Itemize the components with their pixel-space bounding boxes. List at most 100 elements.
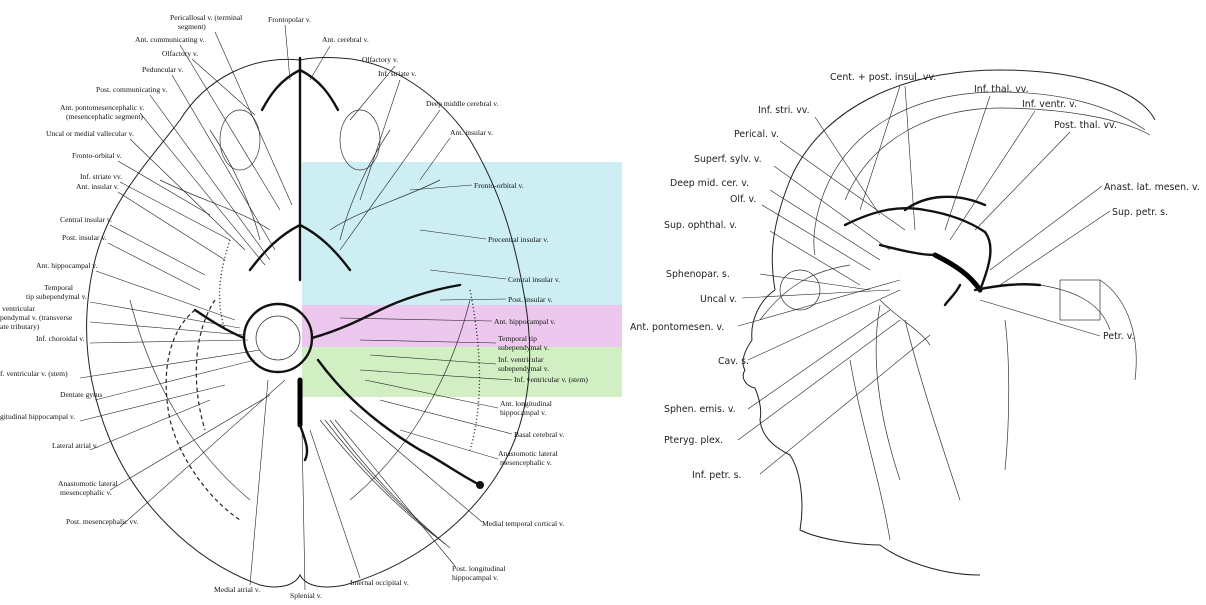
left-label-39: Medial temporal cortical v. xyxy=(482,519,564,528)
left-label-29: gitudinal hippocampal v. xyxy=(0,412,75,421)
left-label-8: Inf. striate v. xyxy=(378,69,416,78)
brainstem-line xyxy=(1005,320,1009,470)
transverse-sinus xyxy=(1040,285,1110,330)
left-label-52: Central insular v. xyxy=(508,275,560,284)
right-head-lateral-view: Cent. + post. insul. vv. Inf. thal. vv. … xyxy=(630,70,1200,575)
left-label-27: f. ventricular v. (stem) xyxy=(0,369,68,378)
left-label-45: Inf. ventricular v. (stem) xyxy=(514,375,588,384)
orbit xyxy=(780,270,820,310)
left-label-40: Anastomotic lateral xyxy=(498,449,558,458)
frontal-contour-left xyxy=(160,180,270,230)
left-label-14: Uncal or medial vallecular v. xyxy=(46,129,134,138)
petrosal-junction xyxy=(945,285,960,305)
right-label-5: Post. thal. vv. xyxy=(1054,120,1117,131)
left-label-28: Dentate gyrus xyxy=(60,390,102,399)
olfactory-bulb-right xyxy=(340,110,380,170)
right-label-2: Inf. stri. vv. xyxy=(758,105,810,116)
right-label-12: Sphenopar. s. xyxy=(666,269,730,280)
left-label-35: Splenial v. xyxy=(290,591,322,600)
midbrain-ring xyxy=(244,304,312,372)
frontopolar-vein-left xyxy=(262,70,300,110)
left-label-21: Temporal xyxy=(44,283,73,292)
left-label-6: Olfactory v. xyxy=(362,55,398,64)
basal-vein xyxy=(935,255,980,290)
head-profile xyxy=(743,70,1155,575)
left-label-49: subependymal v. xyxy=(498,343,549,352)
left-label-53: Precentral insular v. xyxy=(488,235,549,244)
left-label-37: Post. longitudinal xyxy=(452,564,506,573)
left-label-32: mesencephalic v. xyxy=(60,488,112,497)
left-label-44: hippocampal v. xyxy=(500,408,546,417)
frontopolar-vein-right xyxy=(300,70,338,110)
left-label-42: Basal cerebral v. xyxy=(514,430,564,439)
right-label-19: Inf. petr. s. xyxy=(692,470,742,481)
left-label-16: Inf. striate vv. xyxy=(80,172,122,181)
left-label-23: ventricular xyxy=(2,304,35,313)
superior-petrosal-sinus xyxy=(975,284,1040,290)
right-label-10: Sup. petr. s. xyxy=(1112,207,1168,218)
anastomotic-lateral-right xyxy=(420,450,480,485)
left-label-3: Ant. communicating v. xyxy=(135,35,205,44)
right-leader-lines xyxy=(738,86,1110,474)
right-label-1: Inf. thal. vv. xyxy=(974,84,1029,95)
left-label-19: Post. insular v. xyxy=(62,233,107,242)
right-label-13: Uncal v. xyxy=(700,294,737,305)
left-label-25: ate tributary) xyxy=(0,322,40,331)
left-label-48: Temporal tip xyxy=(498,334,537,343)
cerebellum-box xyxy=(1060,280,1100,320)
right-label-17: Sphen. emis. v. xyxy=(664,404,736,415)
posterior-thalamic xyxy=(980,232,990,290)
left-label-26: Inf. choroidal v. xyxy=(36,334,85,343)
left-label-20: Ant. hippocampal v. xyxy=(36,261,98,270)
left-label-33: Post. mesencephalic vv. xyxy=(66,517,139,526)
left-label-34: Medial atrial v. xyxy=(214,585,260,594)
left-label-5: Olfactory v. xyxy=(162,49,198,58)
anterior-basal-segment xyxy=(880,245,935,255)
left-label-51: Post. insular v. xyxy=(508,295,553,304)
cavernous-sinus xyxy=(880,300,930,345)
left-label-54: Fronto-orbital v. xyxy=(474,181,524,190)
left-label-13: Ant. insular v. xyxy=(450,128,493,137)
left-label-46: Inf. ventricular xyxy=(498,355,544,364)
left-label-30: Lateral atrial v. xyxy=(52,441,98,450)
right-label-7: Deep mid. cer. v. xyxy=(670,178,749,189)
left-label-2: Frontopolar v. xyxy=(268,15,311,24)
basal-vein-left xyxy=(195,310,244,338)
right-label-6: Superf. sylv. v. xyxy=(694,154,762,165)
left-label-7: Peduncular v. xyxy=(142,65,183,74)
medial-temporal-cortical xyxy=(320,420,440,540)
left-label-11: Ant. pontomesencephalic v. xyxy=(60,103,144,112)
left-label-24: pendymal v. (transverse xyxy=(0,313,73,322)
left-label-36: Internal occipital v. xyxy=(350,578,409,587)
left-label-0: Pericallosal v. (terminal xyxy=(170,13,242,22)
left-label-17: Ant. insular v. xyxy=(76,182,119,191)
left-label-9: Post. communicating v. xyxy=(96,85,167,94)
left-brain-basal-view: Pericallosal v. (terminal segment) Front… xyxy=(0,13,622,600)
right-label-15: Petr. v. xyxy=(1103,331,1135,342)
right-label-group: Cent. + post. insul. vv. Inf. thal. vv. … xyxy=(630,72,1200,481)
left-label-38: hippocampal v. xyxy=(452,573,498,582)
temporal-contour-left xyxy=(130,300,250,500)
jugular-path xyxy=(850,360,890,540)
left-label-12: (mesencephalic segment) xyxy=(66,112,143,121)
right-label-11: Sup. ophthal. v. xyxy=(664,220,737,231)
medial-temporal-cortical-2 xyxy=(325,420,445,544)
right-label-16: Cav. s. xyxy=(718,356,749,367)
left-label-1: segment) xyxy=(178,22,206,31)
right-label-9: Olf. v. xyxy=(730,194,756,205)
right-label-3: Inf. ventr. v. xyxy=(1022,99,1077,110)
occipital-contour xyxy=(1100,280,1136,380)
left-label-43: Ant. longitudinal xyxy=(500,399,552,408)
inferior-petrosal-path xyxy=(905,320,960,500)
right-label-18: Pteryg. plex. xyxy=(664,435,723,446)
magenta-highlight-region xyxy=(302,305,622,347)
right-label-4: Perical. v. xyxy=(734,129,779,140)
splenial-vein xyxy=(300,425,307,460)
left-label-22: tip subependymal v. xyxy=(26,292,87,301)
hippocampal-dashed xyxy=(196,300,215,430)
left-label-41: mesencephalic v. xyxy=(500,458,552,467)
left-label-4: Ant. cerebral v. xyxy=(322,35,369,44)
left-label-47: subependymal v. xyxy=(498,364,549,373)
cyan-highlight-region xyxy=(302,162,622,305)
